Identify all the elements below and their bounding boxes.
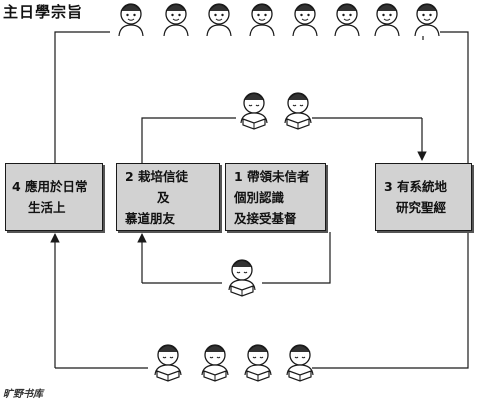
watermark: 旷野书库 <box>3 389 43 400</box>
step-train-line: 慕道朋友 <box>125 210 176 226</box>
step-train-line: 2 栽培信徒 <box>125 168 189 184</box>
step-study-line: 3 有系統地 <box>384 179 448 194</box>
step-lead-line: 個別認識 <box>234 189 285 205</box>
step-lead-box: 1 帶領未信者 個別認識 及接受基督 <box>225 163 326 231</box>
reader-illustration-bottom <box>228 259 256 297</box>
step-apply-line: 4 應用於日常 <box>12 179 88 194</box>
step-apply-box: 4 應用於日常 生活上 <box>5 163 103 231</box>
step-study-box: 3 有系統地 研究聖經 <box>375 163 472 231</box>
step-lead-line: 及接受基督 <box>234 210 297 226</box>
step-lead-line: 1 帶領未信者 <box>234 168 310 184</box>
page-title: 主日學宗旨 <box>3 3 84 21</box>
readers-illustration-top <box>240 92 312 130</box>
step-train-line: 及 <box>157 189 170 205</box>
connector-line <box>54 31 110 163</box>
readers-illustration-bottom <box>154 344 314 382</box>
step-train-box: 2 栽培信徒 及 慕道朋友 <box>116 163 220 231</box>
children-illustration-top <box>118 3 440 37</box>
step-study-line: 研究聖經 <box>396 200 447 215</box>
step-apply-line: 生活上 <box>28 200 66 215</box>
